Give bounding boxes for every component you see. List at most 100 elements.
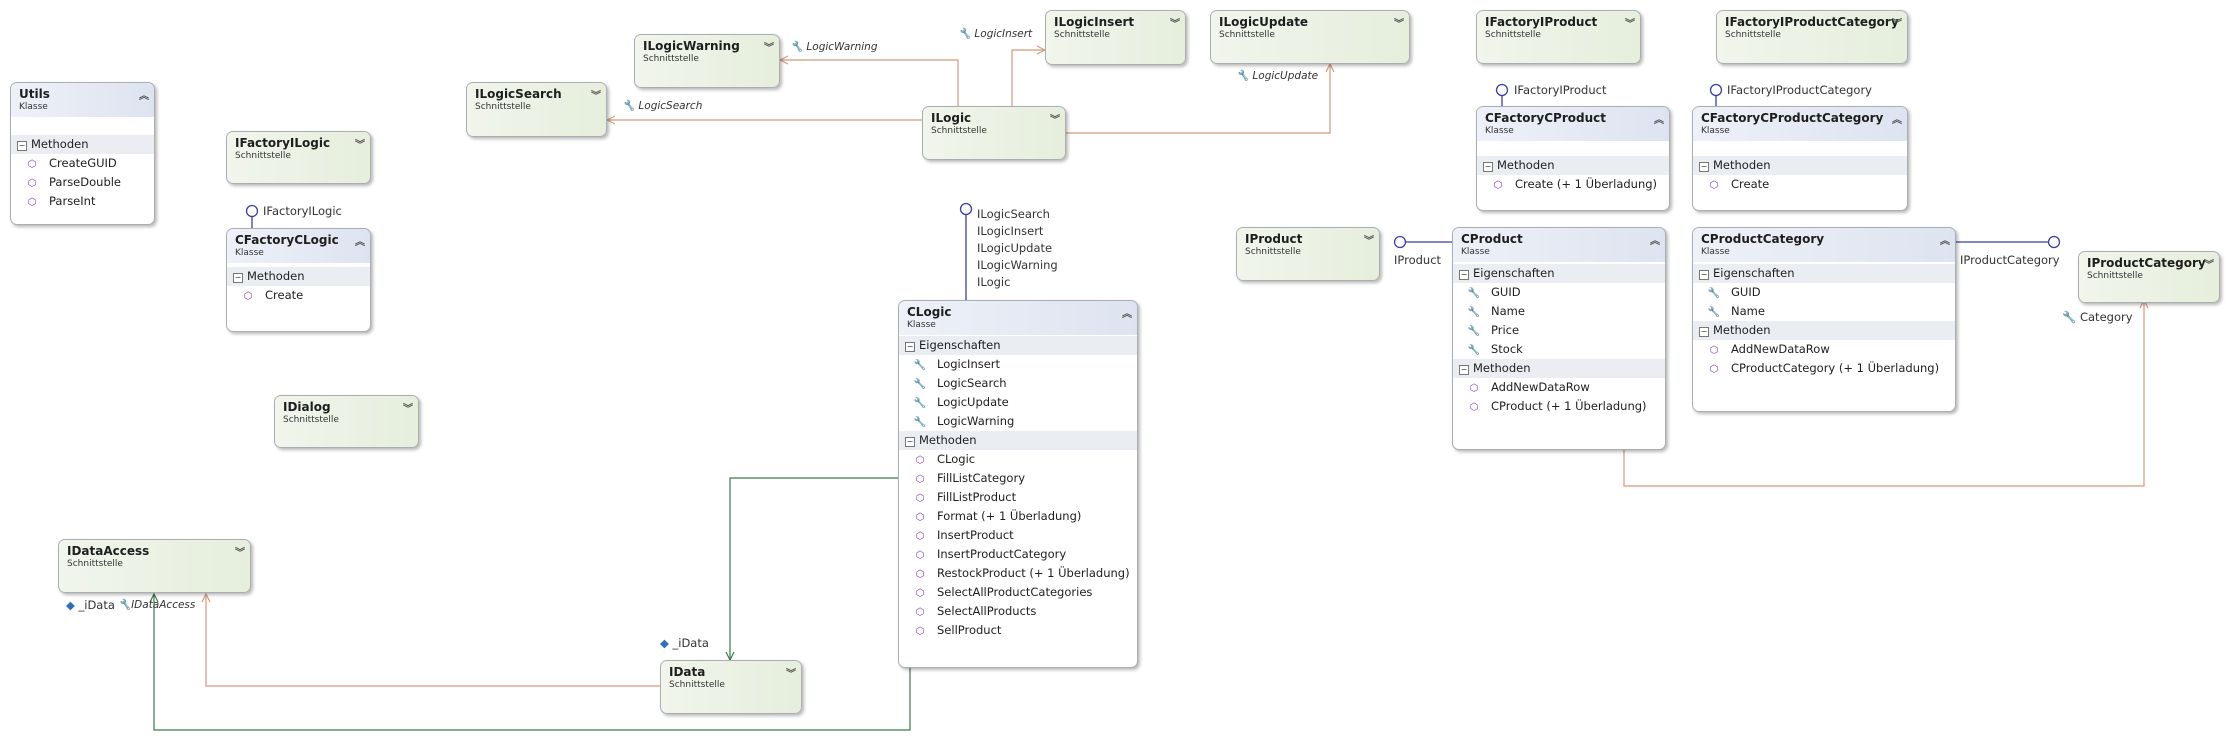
- interface-stereotype: Schnittstelle: [643, 54, 699, 64]
- collapse-section-icon[interactable]: −: [1459, 365, 1469, 375]
- interface-header: ILogicInsert Schnittstelle ︾: [1046, 11, 1185, 45]
- collapse-section-icon[interactable]: −: [17, 141, 27, 151]
- interface-ilogicwarning[interactable]: ILogicWarning Schnittstelle ︾: [634, 34, 780, 88]
- assoc-line-idataaccess: [206, 594, 660, 687]
- interface-ilogicinsert[interactable]: ILogicInsert Schnittstelle ︾: [1045, 10, 1186, 65]
- expand-icon[interactable]: ︾: [591, 91, 601, 102]
- collapse-section-icon[interactable]: −: [1459, 270, 1469, 280]
- interface-ifactoryiproductcategory[interactable]: IFactoryIProductCategory Schnittstelle ︾: [1716, 10, 1908, 64]
- interface-header: IFactoryIProductCategory Schnittstelle ︾: [1717, 11, 1907, 45]
- lollipop-label: IFactoryIProduct: [1514, 83, 1607, 97]
- collapse-section-icon[interactable]: −: [905, 437, 915, 447]
- method-icon: ⬡: [1709, 364, 1719, 375]
- lollipop-iproduct: [1393, 235, 1452, 249]
- interface-header: ILogicUpdate Schnittstelle ︾: [1211, 11, 1409, 45]
- member-method: ⬡Create: [1693, 175, 1907, 194]
- member-method: ⬡ParseDouble: [11, 173, 154, 192]
- collapse-icon[interactable]: ︽: [1122, 309, 1132, 320]
- class-header: Utils Klasse ︽: [11, 83, 154, 117]
- class-cfactorycproduct[interactable]: CFactoryCProduct Klasse ︽ −Methoden ⬡Cre…: [1476, 106, 1670, 211]
- expand-icon[interactable]: ︾: [786, 669, 796, 680]
- expand-icon[interactable]: ︾: [1892, 19, 1902, 30]
- collapse-section-icon[interactable]: −: [233, 273, 243, 283]
- collapse-icon[interactable]: ︽: [355, 237, 365, 248]
- collapse-icon[interactable]: ︽: [139, 91, 149, 102]
- collapse-section-icon[interactable]: −: [1483, 162, 1493, 172]
- method-icon: ⬡: [915, 588, 925, 599]
- interface-title: IProductCategory: [2087, 256, 2206, 270]
- class-title: CFactoryCProduct: [1485, 111, 1606, 125]
- collapse-section-icon[interactable]: −: [1699, 162, 1709, 172]
- collapse-icon[interactable]: ︽: [1650, 236, 1660, 247]
- interface-ifactoryiproduct[interactable]: IFactoryIProduct Schnittstelle ︾: [1476, 10, 1641, 64]
- expand-icon[interactable]: ︾: [1394, 19, 1404, 30]
- method-icon: ⬡: [1469, 383, 1479, 394]
- class-cfactorycproductcategory[interactable]: CFactoryCProductCategory Klasse ︽ −Metho…: [1692, 106, 1908, 211]
- interface-ilogicupdate[interactable]: ILogicUpdate Schnittstelle ︾: [1210, 10, 1410, 64]
- section-methods[interactable]: −Methoden: [899, 431, 1137, 450]
- class-header: CProductCategory Klasse ︽: [1693, 228, 1955, 262]
- collapse-icon[interactable]: ︽: [1940, 236, 1950, 247]
- interface-iproduct[interactable]: IProduct Schnittstelle ︾: [1236, 227, 1380, 281]
- class-header: CFactoryCProduct Klasse ︽: [1477, 107, 1669, 141]
- collapse-section-icon[interactable]: −: [1699, 327, 1709, 337]
- interface-idialog[interactable]: IDialog Schnittstelle ︾: [274, 395, 419, 448]
- wrench-icon: 🔧: [1467, 326, 1481, 337]
- interface-ilogic[interactable]: ILogic Schnittstelle ︾: [922, 106, 1066, 160]
- expand-icon[interactable]: ︾: [1170, 19, 1180, 30]
- interface-stereotype: Schnittstelle: [669, 680, 725, 690]
- interface-title: ILogicUpdate: [1219, 15, 1309, 29]
- expand-icon[interactable]: ︾: [1625, 19, 1635, 30]
- interface-idata[interactable]: IData Schnittstelle ︾: [660, 660, 802, 714]
- expand-icon[interactable]: ︾: [355, 140, 365, 151]
- class-utils[interactable]: Utils Klasse ︽ −Methoden ⬡CreateGUID ⬡Pa…: [10, 82, 155, 225]
- member-property: 🔧LogicUpdate: [899, 393, 1137, 412]
- member-property: 🔧GUID: [1453, 283, 1665, 302]
- field-icon: ◆: [66, 598, 79, 612]
- interface-title: ILogicWarning: [643, 39, 740, 53]
- wrench-icon: 🔧: [1707, 307, 1721, 318]
- section-properties[interactable]: −Eigenschaften: [1453, 264, 1665, 283]
- section-methods[interactable]: −Methoden: [11, 135, 154, 154]
- interface-ifactoryilogic[interactable]: IFactoryILogic Schnittstelle ︾: [226, 131, 371, 184]
- expand-icon[interactable]: ︾: [2204, 260, 2214, 271]
- dep-line-idataaccess: [154, 594, 911, 731]
- interface-iproductcategory[interactable]: IProductCategory Schnittstelle ︾: [2078, 251, 2220, 303]
- class-header: CFactoryCProductCategory Klasse ︽: [1693, 107, 1907, 141]
- class-clogic[interactable]: CLogic Klasse ︽ −Eigenschaften 🔧LogicIns…: [898, 300, 1138, 668]
- method-icon: ⬡: [915, 512, 925, 523]
- expand-icon[interactable]: ︾: [1364, 236, 1374, 247]
- collapse-section-icon[interactable]: −: [905, 342, 915, 352]
- interface-title: IFactoryIProduct: [1485, 15, 1598, 29]
- member-method: ⬡Create (+ 1 Überladung): [1477, 175, 1669, 194]
- class-cproductcategory[interactable]: CProductCategory Klasse ︽ −Eigenschaften…: [1692, 227, 1956, 412]
- class-title: CProductCategory: [1701, 232, 1825, 246]
- class-cproduct[interactable]: CProduct Klasse ︽ −Eigenschaften 🔧GUID 🔧…: [1452, 227, 1666, 450]
- class-cfactoryclogic[interactable]: CFactoryCLogic Klasse ︽ −Methoden ⬡Creat…: [226, 228, 371, 332]
- assoc-label-idataaccess-field: ◆ _iData: [66, 598, 115, 612]
- section-methods[interactable]: −Methoden: [1693, 321, 1955, 340]
- interface-ilogicsearch[interactable]: ILogicSearch Schnittstelle ︾: [466, 82, 607, 137]
- lollipop-label: IProductCategory: [1960, 253, 2060, 267]
- collapse-section-icon[interactable]: −: [1699, 270, 1709, 280]
- expand-icon[interactable]: ︾: [235, 548, 245, 559]
- section-methods[interactable]: −Methoden: [1453, 359, 1665, 378]
- expand-icon[interactable]: ︾: [403, 404, 413, 415]
- expand-icon[interactable]: ︾: [764, 43, 774, 54]
- interface-stereotype: Schnittstelle: [931, 126, 987, 136]
- section-methods[interactable]: −Methoden: [1693, 156, 1907, 175]
- member-property: 🔧LogicWarning: [899, 412, 1137, 431]
- section-properties[interactable]: −Eigenschaften: [1693, 264, 1955, 283]
- section-methods[interactable]: −Methoden: [1477, 156, 1669, 175]
- assoc-label-idata-field: ◆ _iData: [660, 636, 709, 650]
- collapse-icon[interactable]: ︽: [1892, 115, 1902, 126]
- constructor-icon: ⬡: [915, 455, 925, 466]
- interface-stereotype: Schnittstelle: [67, 559, 123, 569]
- section-properties[interactable]: −Eigenschaften: [899, 336, 1137, 355]
- interface-idataaccess[interactable]: IDataAccess Schnittstelle ︾: [58, 539, 251, 593]
- collapse-icon[interactable]: ︽: [1654, 115, 1664, 126]
- expand-icon[interactable]: ︾: [1050, 115, 1060, 126]
- member-property: 🔧Name: [1693, 302, 1955, 321]
- section-methods[interactable]: −Methoden: [227, 267, 370, 286]
- interface-stereotype: Schnittstelle: [2087, 271, 2143, 281]
